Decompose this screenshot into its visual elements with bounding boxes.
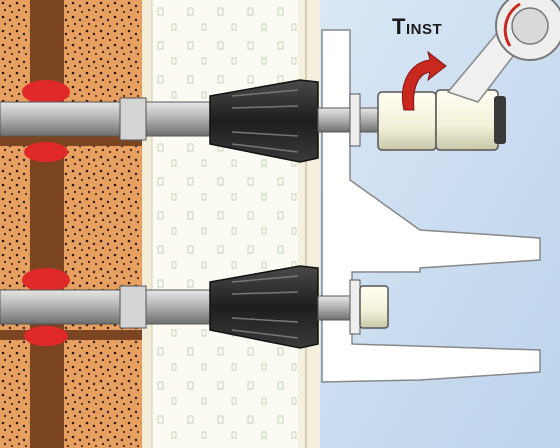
hex-nut bbox=[359, 285, 389, 329]
sleeve-slot bbox=[231, 329, 299, 339]
brick-masonry bbox=[0, 0, 142, 448]
torque-arrow-icon bbox=[402, 50, 447, 111]
wrench-drive-hub bbox=[511, 7, 549, 45]
threaded-rod bbox=[0, 101, 211, 137]
mortar-vertical-joint bbox=[30, 0, 64, 448]
washer bbox=[349, 279, 361, 335]
rod-through-fixture bbox=[317, 107, 381, 133]
sleeve-slot bbox=[231, 291, 299, 295]
threaded-rod bbox=[0, 289, 211, 325]
plaster-layer bbox=[142, 0, 300, 448]
sleeve-slot bbox=[231, 131, 299, 137]
sleeve-slot bbox=[231, 105, 299, 109]
washer bbox=[349, 93, 361, 147]
rod-sleeve-joint bbox=[119, 285, 147, 329]
plaster-edge bbox=[142, 0, 152, 448]
wrench-red-mark bbox=[503, 2, 521, 47]
mortar-red-glob bbox=[24, 326, 68, 346]
mortar-red-glob bbox=[22, 268, 70, 292]
lower-anchor bbox=[0, 265, 389, 349]
torque-label-main: T bbox=[392, 14, 406, 39]
mortar-red-glob bbox=[22, 80, 70, 104]
anchor-sleeve bbox=[209, 79, 319, 163]
sleeve-slot bbox=[231, 89, 299, 97]
render-coat bbox=[298, 0, 320, 448]
bracket-fixture bbox=[321, 29, 541, 383]
rod-sleeve-joint bbox=[119, 97, 147, 141]
sleeve-slot bbox=[231, 317, 299, 323]
sleeve-slot bbox=[231, 143, 299, 153]
mortar-horizontal-joint bbox=[0, 330, 142, 340]
upper-anchor bbox=[0, 79, 506, 163]
torque-label: TINST bbox=[392, 14, 442, 40]
sleeve-slot bbox=[231, 275, 299, 283]
socket-end-cap bbox=[494, 96, 506, 144]
mortar-red-glob bbox=[24, 142, 68, 162]
anchor-sleeve bbox=[209, 265, 319, 349]
mortar-horizontal-joint bbox=[0, 136, 142, 146]
torque-label-subscript: INST bbox=[405, 21, 443, 38]
